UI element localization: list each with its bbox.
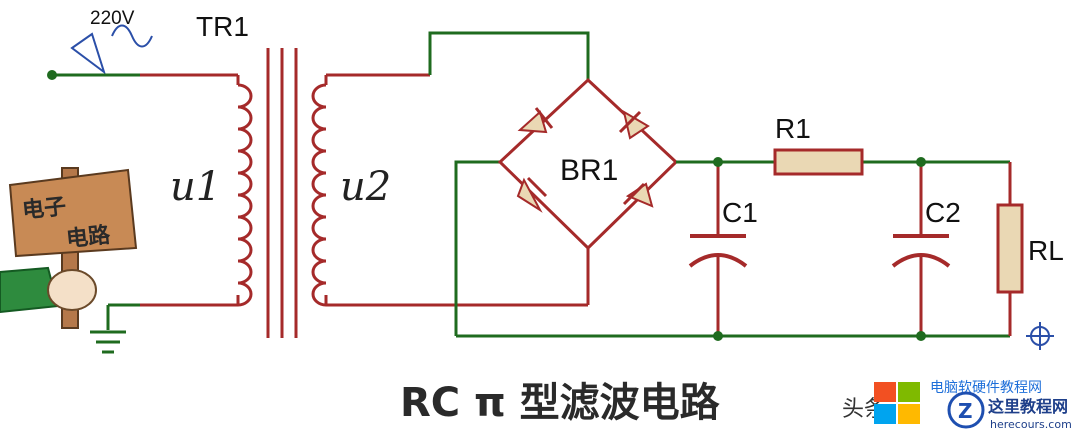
site-name-watermark: 这里教程网 (988, 397, 1068, 416)
load-resistor (996, 203, 1024, 294)
diode-bottom-left-icon (516, 176, 548, 213)
sign-text-1: 电子 (21, 194, 67, 223)
secondary-wiring (326, 31, 1010, 338)
transformer-label: TR1 (196, 11, 249, 42)
cap1-label: C1 (722, 197, 758, 228)
svg-text:Z: Z (958, 399, 973, 423)
diode-top-left-icon (517, 107, 554, 134)
bridge-rectifier (497, 77, 679, 251)
diode-top-right-icon (618, 109, 650, 140)
primary-label: u1 (170, 164, 221, 210)
diagram-title: RC π 型滤波电路 (400, 380, 721, 426)
cap2-label: C2 (925, 197, 961, 228)
crosshair-icon (1026, 322, 1054, 350)
ground-icon (90, 330, 126, 354)
resistor-r1 (773, 148, 864, 176)
site-url-watermark: herecours.com (990, 418, 1072, 431)
bridge-label: BR1 (560, 154, 618, 187)
resistor-label: R1 (775, 113, 811, 144)
voltage-label: 220V (90, 8, 135, 29)
load-label: RL (1028, 235, 1064, 266)
diode-bottom-right-icon (622, 182, 654, 208)
capacitor-c2 (891, 162, 951, 336)
secondary-label: u2 (340, 164, 391, 210)
site-top-watermark: 电脑软硬件教程网 (930, 380, 1042, 396)
transformer (236, 48, 328, 338)
ac-source-icon (70, 24, 153, 75)
sign-illustration (0, 167, 138, 329)
sign-text-2: 电路 (65, 222, 112, 253)
site-logo-icon: Z (947, 391, 985, 429)
junction-nodes (713, 157, 926, 341)
output-wiring (676, 160, 1012, 336)
input-wiring (47, 70, 238, 330)
capacitor-c1 (688, 162, 748, 336)
windows-logo-icon (874, 382, 920, 424)
